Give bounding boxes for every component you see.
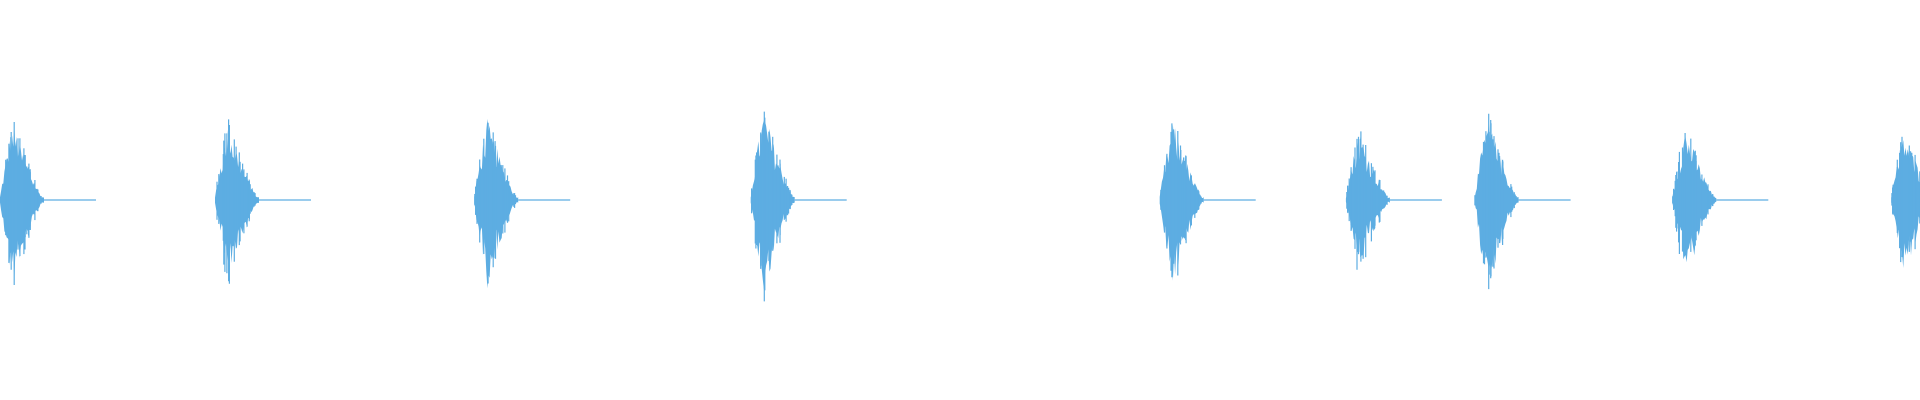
waveform-burst	[1672, 133, 1769, 263]
waveform-burst-body	[1159, 124, 1204, 281]
waveform-burst	[1891, 136, 1920, 268]
waveform-burst-body	[474, 118, 519, 289]
waveform-burst	[0, 122, 96, 285]
waveform-burst	[1345, 131, 1442, 270]
waveform-burst	[215, 119, 311, 284]
waveform-burst-body	[215, 129, 259, 267]
waveform-bursts	[0, 111, 1920, 302]
waveform-burst	[750, 111, 847, 302]
waveform-burst	[1159, 123, 1256, 281]
waveform-burst	[1474, 113, 1571, 290]
waveform-burst	[474, 118, 571, 289]
